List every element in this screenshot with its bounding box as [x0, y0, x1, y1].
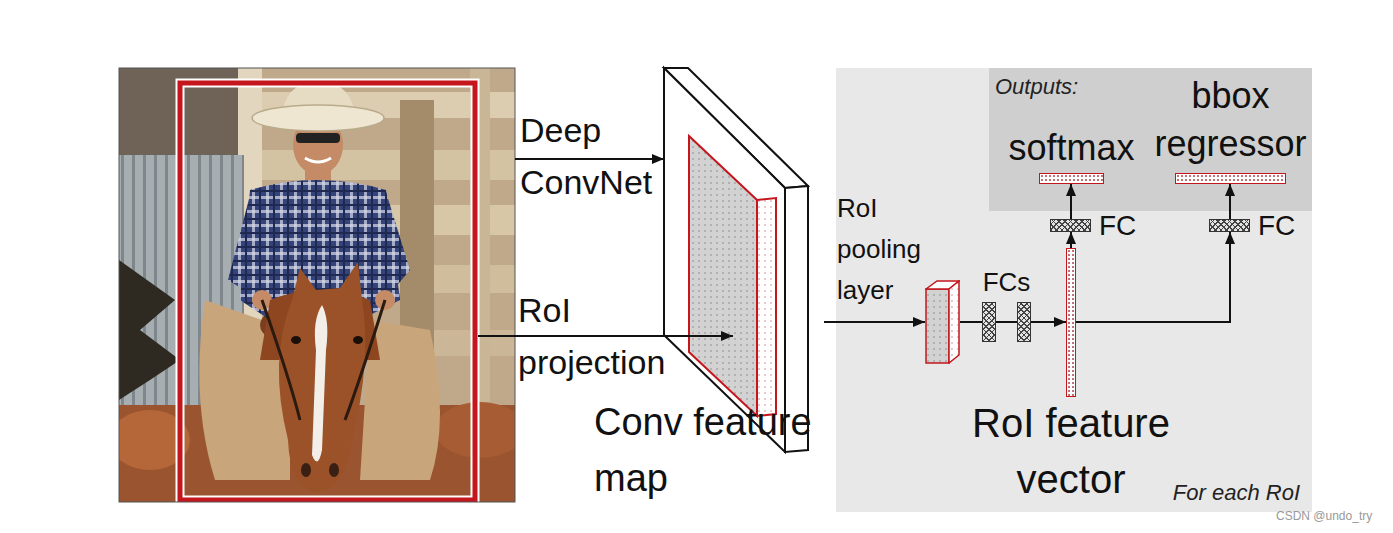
edge-label-text: RoI projection: [518, 284, 678, 388]
feature-vector: RoI feature vector: [1066, 248, 1076, 397]
node-text: RoI pooling layer: [837, 188, 945, 311]
fc-block: [982, 302, 996, 342]
node-text: FCs: [983, 267, 1031, 298]
node-text: FC: [1099, 210, 1136, 242]
node-text: Outputs:: [995, 74, 1078, 100]
pool-face: [926, 289, 949, 363]
connector: [824, 321, 925, 323]
connector: [1070, 232, 1072, 248]
connector: [1070, 184, 1072, 219]
bbox-output: bbox regressor: [1175, 173, 1286, 184]
roi-panel: For each RoIRoI pooling layerFCsRoI feat…: [836, 68, 1312, 512]
node-text: RoI feature vector: [951, 395, 1191, 507]
softmax-output: softmax: [1039, 173, 1104, 184]
photo: [119, 68, 515, 502]
fc-link: [996, 321, 1017, 323]
node-text: Conv feature map: [594, 394, 824, 506]
edge-label-text: Deep ConvNet: [520, 104, 670, 208]
watermark: CSDN @undo_try: [1276, 508, 1372, 524]
connector: [1031, 321, 1066, 323]
node-text: softmax: [1008, 126, 1134, 170]
fc-layer: FC: [1209, 219, 1250, 232]
fc-layers: FCs: [982, 302, 1031, 342]
outputs-box: Outputs: softmax bbox regressor: [989, 68, 1312, 211]
roi-pooling-box: RoI pooling layer: [925, 280, 960, 364]
feature-map-slab: [664, 68, 808, 452]
node-text: FC: [1258, 210, 1295, 242]
node-text: bbox regressor: [1146, 72, 1316, 168]
fc-block: [1017, 302, 1031, 342]
connector: [960, 321, 982, 323]
feature-map-node: Conv feature map: [594, 60, 824, 510]
photo-border: [119, 68, 515, 502]
pooling-box-shape: [925, 280, 960, 364]
connector: [1229, 184, 1231, 219]
connector: [1076, 232, 1230, 322]
node-text: For each RoI: [1173, 480, 1300, 506]
fc-layer: FC: [1050, 219, 1091, 232]
pool-face: [949, 281, 959, 363]
